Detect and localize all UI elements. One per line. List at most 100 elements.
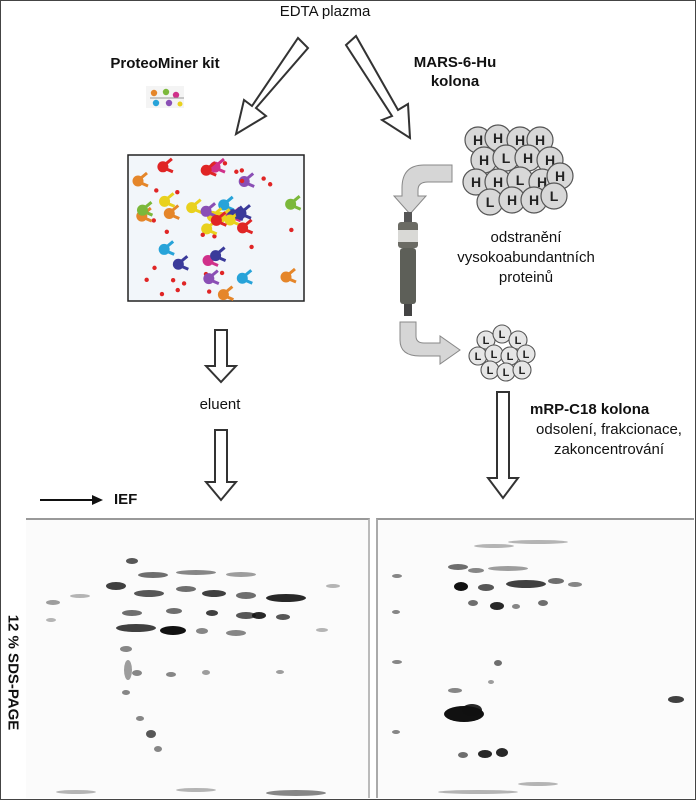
protein-ball: L — [496, 362, 516, 382]
protein-spot — [458, 752, 468, 758]
arrow-to-gel-right — [486, 391, 520, 500]
svg-text:L: L — [550, 188, 559, 204]
svg-text:L: L — [502, 150, 511, 166]
svg-text:L: L — [507, 351, 514, 363]
protein-spot — [512, 604, 520, 609]
svg-text:L: L — [523, 349, 530, 361]
protein-spot — [548, 578, 564, 584]
protein-spot — [120, 646, 132, 652]
protein-spot — [490, 602, 504, 610]
protein-spot — [236, 592, 256, 599]
ief-label: IEF — [114, 491, 138, 508]
ligand-bead — [136, 201, 154, 217]
curved-arrow-out-of-column — [399, 321, 461, 365]
ligand-dot — [181, 281, 187, 286]
protein-spot — [166, 608, 182, 614]
ligand-bead — [236, 269, 253, 285]
gel-mars-depleted — [376, 518, 694, 798]
svg-text:L: L — [499, 329, 506, 341]
protein-spot — [134, 590, 164, 597]
ligand-dot — [159, 291, 165, 297]
ligand-bead — [237, 218, 254, 235]
protein-spot — [202, 590, 226, 597]
removal-label-line3: proteinů — [498, 269, 554, 286]
ligand-bead — [158, 240, 175, 256]
ligand-dot — [144, 277, 149, 283]
ligand-dot — [239, 168, 245, 173]
svg-text:L: L — [487, 365, 494, 377]
protein-spot — [568, 582, 582, 587]
protein-spot — [206, 610, 218, 616]
protein-spot — [202, 670, 210, 675]
protein-spot — [326, 584, 340, 588]
ligand-bead — [172, 255, 189, 271]
protein-ball: L — [468, 346, 488, 366]
eluent-label: eluent — [199, 396, 241, 413]
ligand-dot — [151, 218, 157, 223]
svg-text:L: L — [519, 365, 526, 377]
protein-spot — [252, 612, 266, 619]
ligand-dot — [175, 287, 180, 293]
protein-ball: L — [500, 346, 520, 366]
protein-spot — [392, 660, 402, 664]
protein-spot — [316, 628, 328, 632]
protein-spot — [70, 594, 90, 598]
mars-label-line1: MARS-6-Hu — [413, 54, 497, 71]
protein-spot — [488, 680, 494, 684]
svg-text:H: H — [545, 152, 555, 168]
column2-line1: odsolení, frakcionace, — [536, 421, 682, 438]
protein-spot — [392, 574, 402, 578]
ligand-dot — [222, 161, 228, 166]
protein-spot — [276, 614, 290, 620]
ligand-bead — [210, 246, 227, 262]
ligand-bead — [218, 195, 235, 212]
column2-line2: zakoncentrování — [553, 441, 665, 458]
protein-spot — [176, 570, 216, 575]
ligand-dot — [154, 188, 159, 193]
protein-ball: L — [540, 182, 568, 210]
protein-spot — [462, 704, 482, 716]
ligand-dot — [170, 278, 176, 283]
protein-spot — [126, 558, 138, 564]
svg-text:H: H — [515, 132, 525, 148]
protein-spot — [124, 660, 132, 680]
protein-spot — [518, 782, 558, 786]
source-label: EDTA plazma — [279, 3, 371, 20]
ligand-dot — [206, 289, 212, 294]
protein-spot — [116, 624, 156, 632]
svg-text:H: H — [537, 174, 547, 190]
ief-direction-arrow — [40, 495, 103, 505]
protein-spot — [506, 580, 546, 588]
protein-spot — [478, 584, 494, 591]
ligand-dot — [200, 232, 205, 238]
svg-text:L: L — [486, 194, 495, 210]
protein-spot — [132, 670, 142, 676]
protein-spot — [266, 594, 306, 602]
protein-spot — [46, 618, 56, 622]
svg-text:H: H — [535, 132, 545, 148]
sds-page-label: 12 % SDS-PAGE — [4, 614, 22, 731]
protein-spot — [154, 746, 162, 752]
protein-spot — [122, 610, 142, 616]
protein-spot — [668, 696, 684, 703]
gel-proteominer — [26, 518, 370, 798]
svg-text:H: H — [479, 152, 489, 168]
protein-spot — [138, 572, 168, 578]
svg-text:H: H — [473, 132, 483, 148]
ligand-dot — [152, 265, 157, 271]
protein-spot — [454, 582, 468, 591]
protein-spot — [468, 568, 484, 573]
svg-text:H: H — [529, 192, 539, 208]
ligand-dot — [159, 162, 164, 168]
protein-ball: L — [476, 188, 504, 216]
arrow-box-to-eluent — [203, 329, 239, 384]
ligand-bead — [186, 198, 203, 214]
arrow-plasma-to-proteominer — [234, 36, 310, 137]
protein-spot — [56, 790, 96, 794]
protein-spot — [496, 748, 508, 757]
ligand-bead — [235, 204, 252, 220]
protein-spot — [106, 582, 126, 590]
protein-spot — [392, 730, 400, 734]
